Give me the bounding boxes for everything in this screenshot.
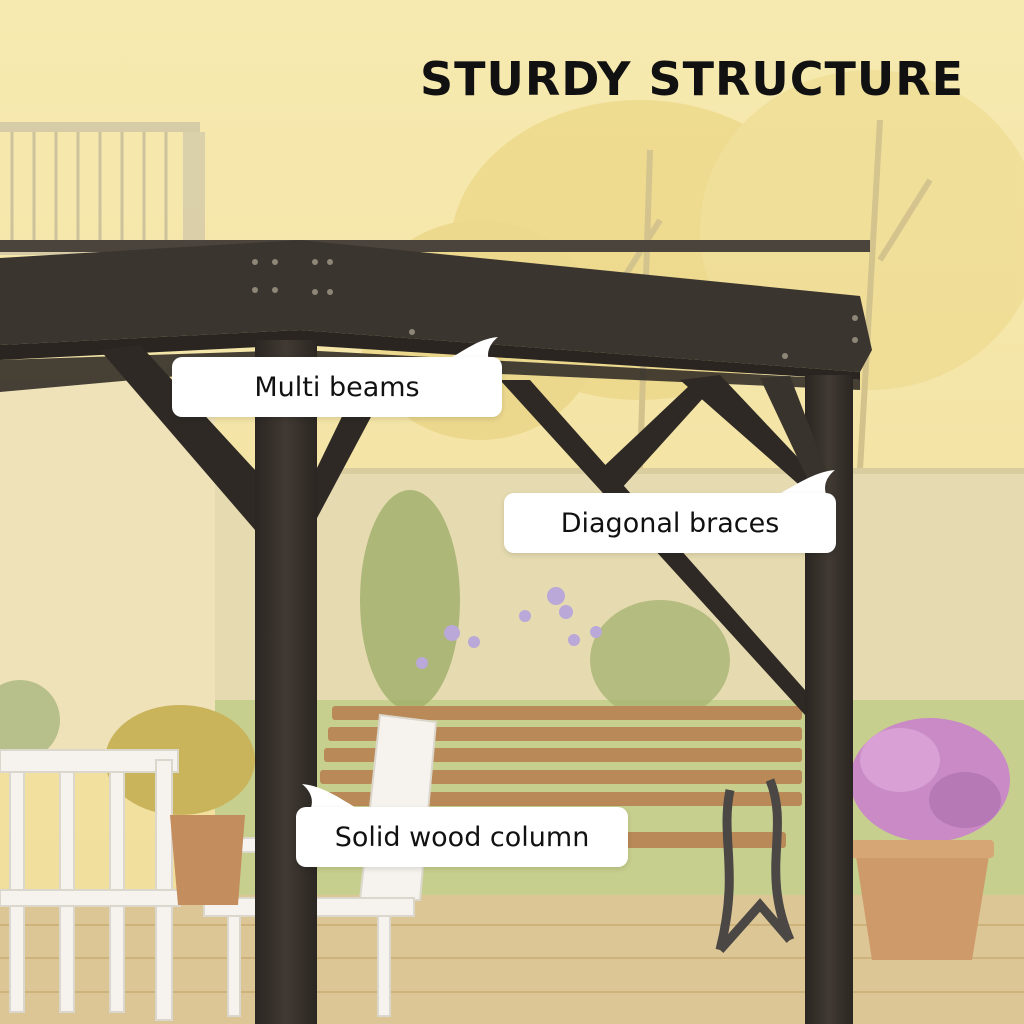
flower-pot [850, 718, 1010, 960]
callout-solid-wood-column: Solid wood column [296, 807, 628, 867]
shrubs [0, 490, 730, 815]
callout-label: Solid wood column [334, 821, 590, 853]
callout-tail-beams [440, 337, 498, 363]
callout-multi-beams: Multi beams [172, 357, 502, 417]
allium-flowers [416, 587, 602, 669]
callout-diagonal-braces: Diagonal braces [504, 493, 836, 553]
callout-tail-column [302, 784, 360, 810]
left-column [255, 340, 317, 1024]
callout-label: Multi beams [254, 371, 420, 403]
planter [170, 815, 245, 905]
callout-label: Diagonal braces [560, 507, 780, 539]
bench [316, 706, 802, 953]
headline-title: STURDY STRUCTURE [420, 52, 965, 106]
callout-tail-braces [775, 470, 835, 496]
